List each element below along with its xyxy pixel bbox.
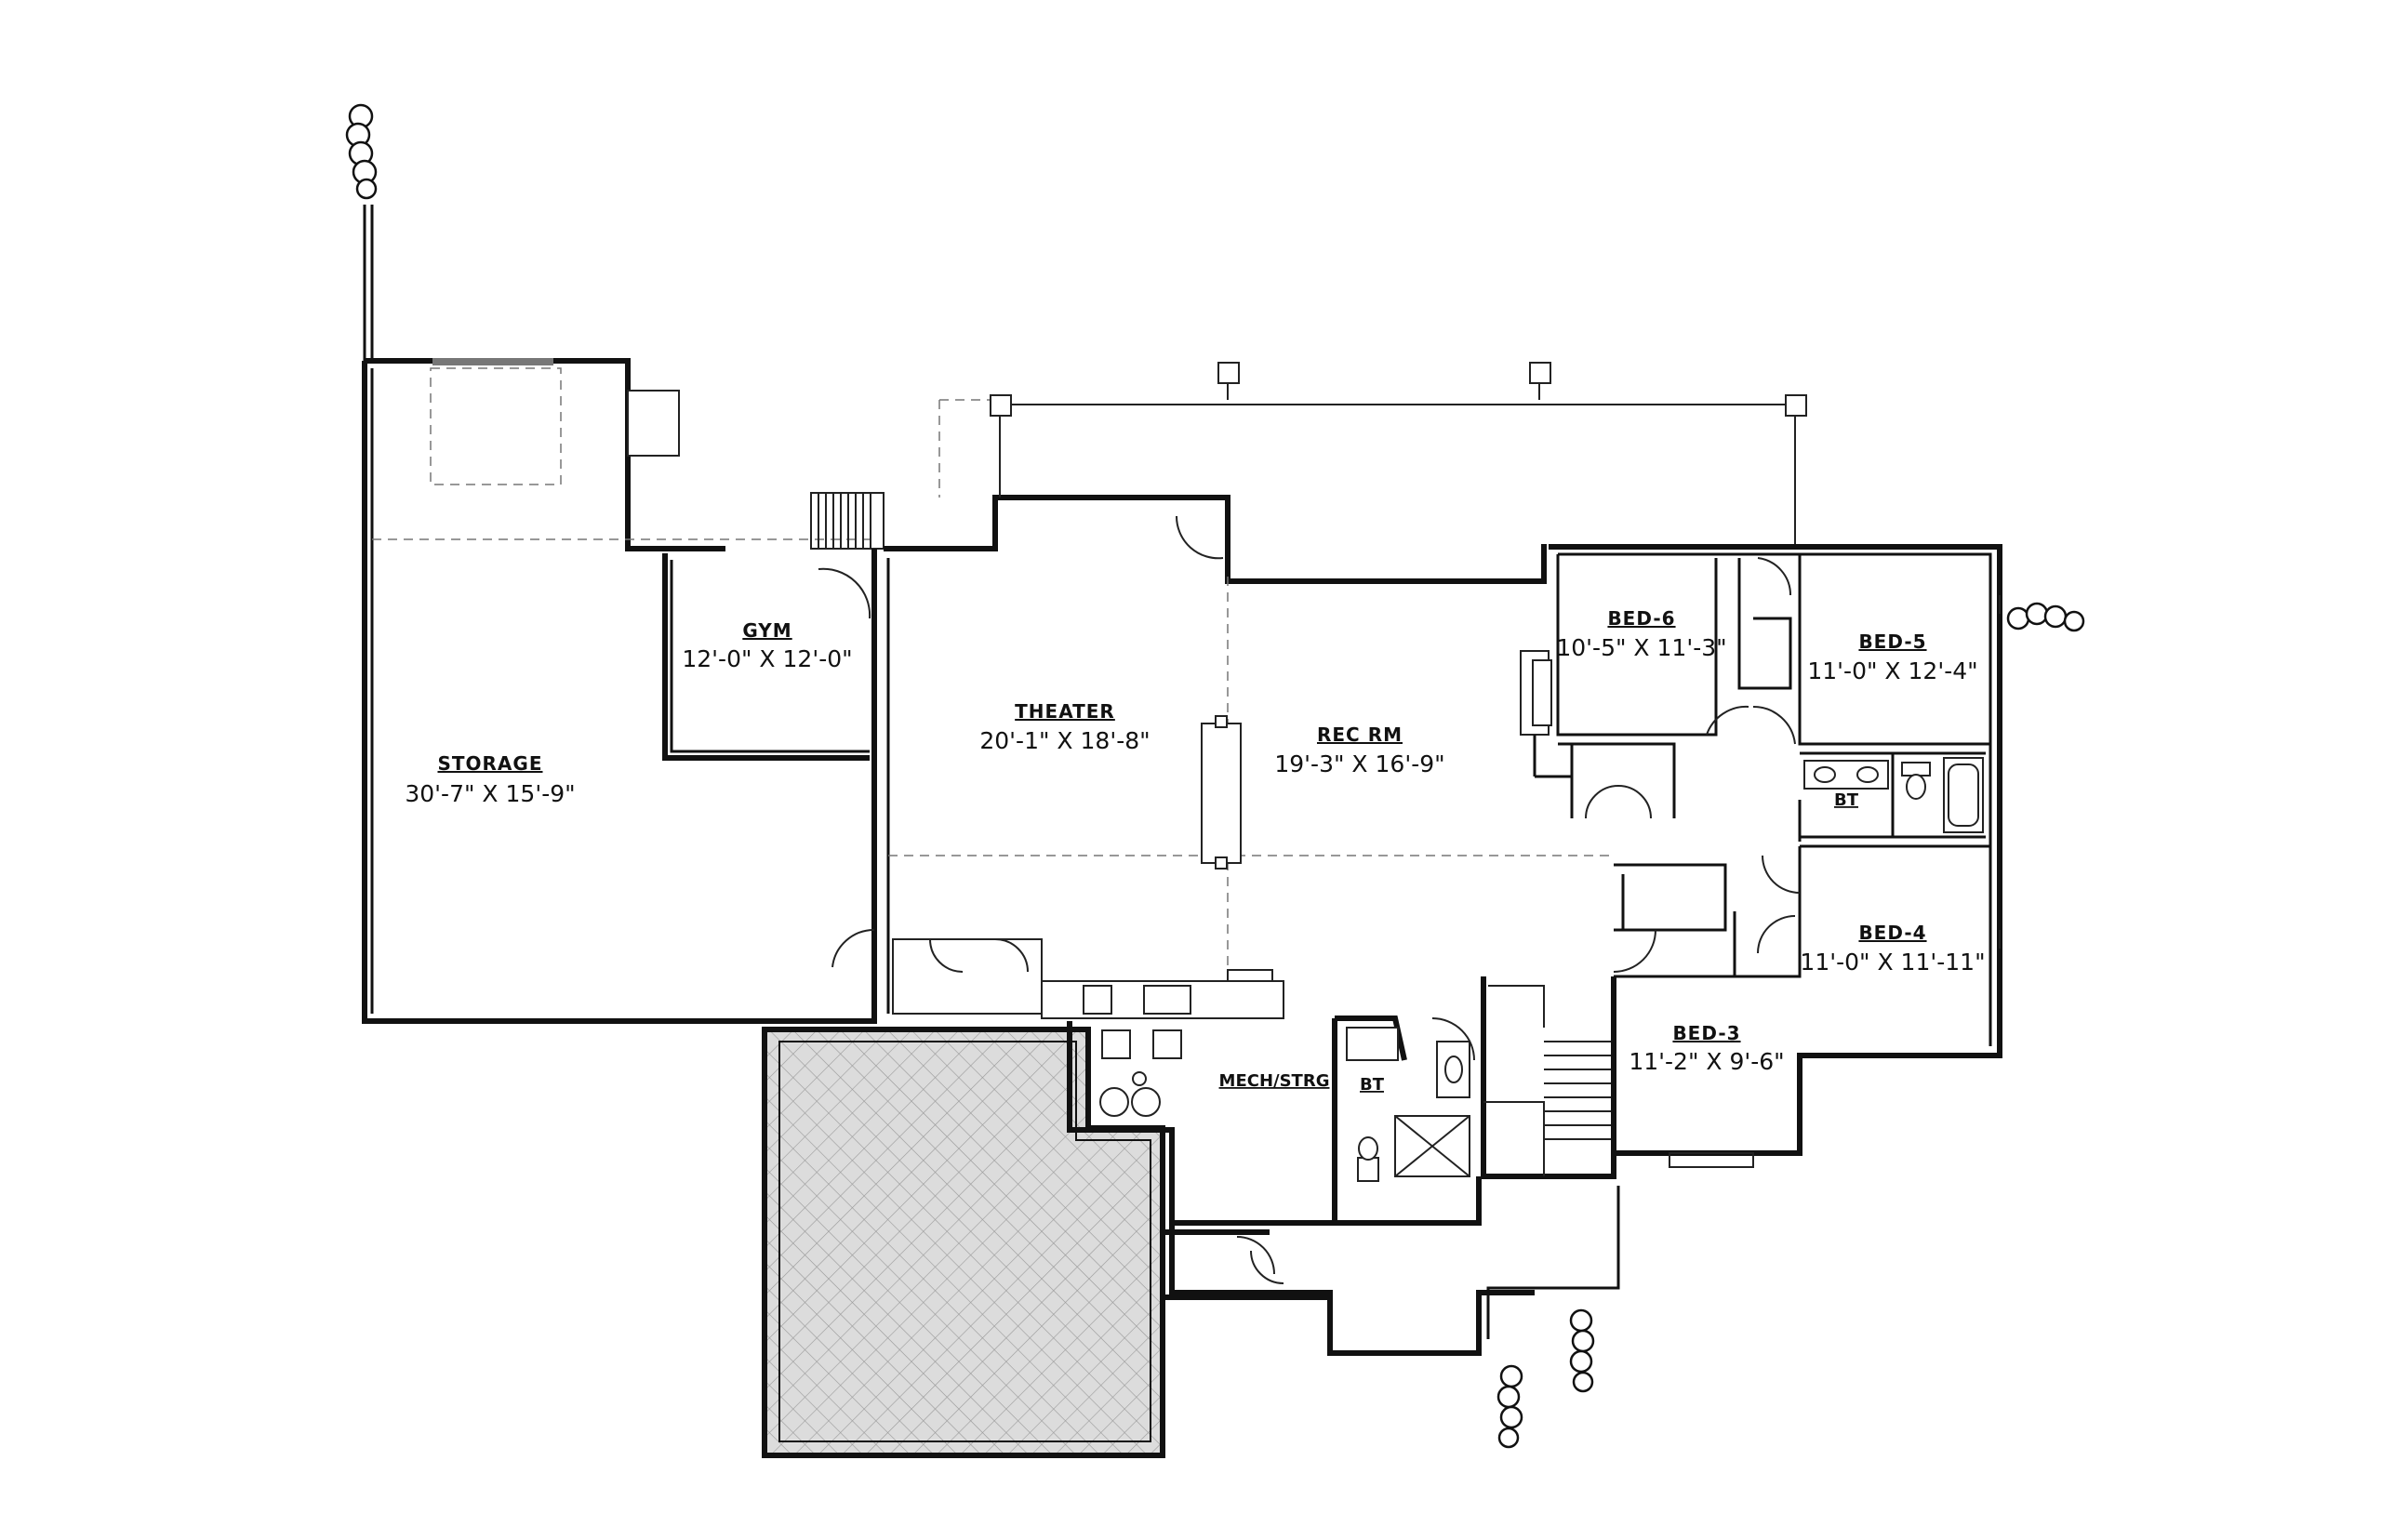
shrub-bottom-a: [1569, 1308, 1595, 1393]
gym-name: GYM: [742, 619, 791, 642]
storage-dims: 30'-7" X 15'-9": [405, 780, 575, 807]
exterior-unit: [627, 390, 680, 457]
deck-door: [1175, 515, 1224, 560]
overhead-unit: [430, 367, 562, 485]
bath-upper-label: BT: [1834, 790, 1859, 810]
bedroom-wing: [1520, 544, 2002, 1168]
storage-room: [362, 205, 877, 1024]
bed6-dims: 10'-5" X 11'-3": [1556, 634, 1726, 661]
bed4-name: BED-4: [1858, 922, 1926, 944]
bed5-dims: 11'-0" X 12'-4": [1807, 657, 1977, 684]
gym-dims: 12'-0" X 12'-0": [682, 645, 852, 672]
rec-dims: 19'-3" X 16'-9": [1274, 750, 1444, 777]
bed6-name: BED-6: [1607, 607, 1675, 630]
mech-room: [1067, 1021, 1535, 1356]
bed5-name: BED-5: [1858, 631, 1926, 653]
bed3-name: BED-3: [1672, 1022, 1740, 1044]
storage-door: [831, 928, 875, 968]
mech-label: MECH/STRG: [1219, 1071, 1330, 1091]
gym-door: [818, 567, 871, 619]
stairs-lower: [1481, 976, 1616, 1179]
gym-room: [662, 553, 871, 761]
shrub-bottom-b: [1496, 1364, 1523, 1449]
stairs-upper: [810, 399, 1230, 551]
theater-dims: 20'-1" X 18'-8": [979, 727, 1150, 754]
shrub-left-top: [345, 103, 378, 200]
bath-lower-label: BT: [1360, 1075, 1385, 1095]
column-divider: [1201, 723, 1242, 864]
theater-name: THEATER: [1015, 700, 1115, 723]
bed3-dims: 11'-2" X 9'-6": [1629, 1048, 1784, 1075]
foundation-lower: [1163, 1186, 1620, 1339]
lower-bath: [1332, 1016, 1482, 1226]
main-open-area: [831, 521, 1609, 1021]
storage-window: [432, 358, 553, 365]
deck-posts: [990, 362, 1807, 560]
bed4-dims: 11'-0" X 11'-11": [1800, 949, 1985, 976]
shrub-right: [2006, 602, 2085, 632]
storage-name: STORAGE: [437, 752, 542, 775]
rec-name: REC RM: [1317, 724, 1403, 746]
wet-bar: [892, 938, 1284, 1019]
